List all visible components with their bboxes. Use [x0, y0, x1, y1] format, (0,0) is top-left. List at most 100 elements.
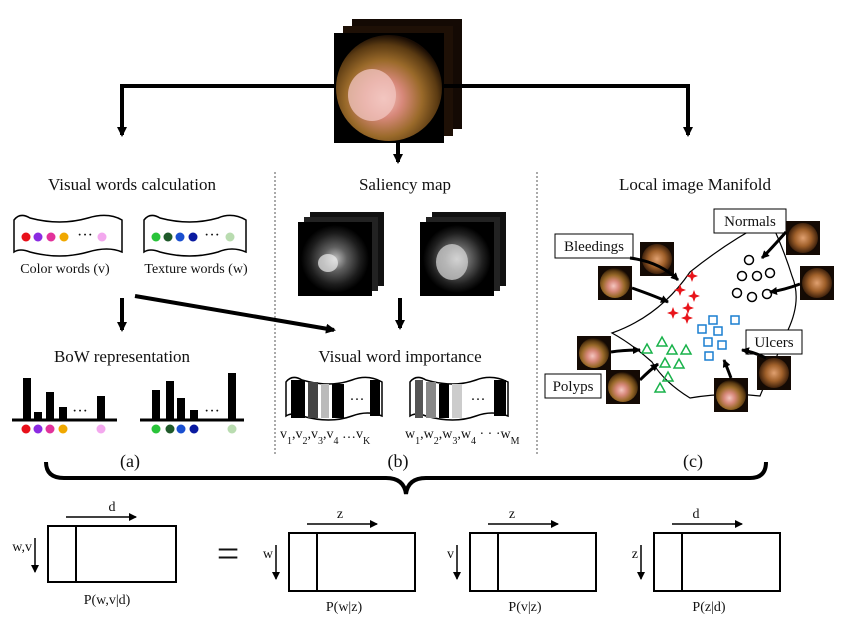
row-label: z: [632, 547, 638, 562]
matrix-box: [653, 532, 781, 592]
bow-texture-dot: [227, 424, 237, 434]
color-word-dot: [33, 232, 43, 242]
color-word-dot: [21, 232, 31, 242]
bleeding-star: [686, 270, 698, 282]
ulcers-label: Ulcers: [754, 335, 793, 351]
bleeding-cluster: [667, 270, 700, 324]
word-symbol: ,v: [292, 427, 303, 442]
manifold-title: Local image Manifold: [619, 175, 772, 194]
bow-texture-dot: [151, 424, 161, 434]
color-word-dot: [97, 232, 107, 242]
texture-word-dot: [163, 232, 173, 242]
ulcer-cluster: [697, 315, 740, 361]
bow-color-ellipsis: ···: [72, 403, 88, 420]
bleeding-star: [674, 284, 686, 296]
row-label: w: [263, 547, 274, 562]
importance-w-ellipsis: ···: [471, 392, 486, 408]
grouping-brace: [44, 461, 768, 495]
row-label: v: [447, 547, 454, 562]
panel-label-a: (a): [120, 451, 140, 472]
ulcer-square: [697, 324, 707, 334]
color-words-label: Color words (v): [20, 262, 110, 277]
panel-label-c: (c): [683, 451, 703, 472]
column-label: z: [337, 507, 343, 522]
column-label: d: [109, 500, 116, 515]
ulcer-square: [704, 351, 714, 361]
matrix-1: dw,vP(w,v|d): [12, 500, 177, 608]
bleeding-star: [682, 302, 694, 314]
texture-word-dot: [188, 232, 198, 242]
word-importance-title: Visual word importance: [318, 347, 481, 366]
word-symbol: · · ·w: [476, 427, 511, 442]
ulcer-square: [703, 337, 713, 347]
saliency-map-title: Saliency map: [359, 175, 451, 194]
importance-scroll-v: ···: [285, 376, 383, 421]
subscript: 1: [415, 436, 420, 447]
bow-color-dot: [96, 424, 106, 434]
matrix-caption: P(w|z): [326, 600, 363, 615]
source-image-stack: [334, 19, 462, 143]
polyp-triangle: [653, 381, 667, 393]
bow-texture-dot: [176, 424, 186, 434]
ulcer-square: [713, 326, 723, 336]
bow-texture-ellipsis: ···: [204, 403, 220, 420]
panel-label-b: (b): [388, 451, 409, 472]
matrix-caption: P(v|z): [508, 600, 541, 615]
bleedings-label: Bleedings: [564, 239, 624, 255]
polyp-triangle: [672, 357, 686, 369]
matrix-box: [47, 525, 177, 583]
subscript: 1: [287, 436, 292, 447]
bow-histogram-color: ···: [12, 378, 117, 434]
word-symbol: ,w: [420, 427, 435, 442]
equals-sign: =: [217, 531, 240, 576]
polyp-triangle: [679, 343, 693, 355]
subscript: 4: [334, 436, 339, 447]
bleeding-star: [681, 312, 693, 324]
polyp-triangle: [658, 356, 672, 368]
normal-cluster: [731, 254, 776, 303]
subscript: K: [363, 436, 371, 447]
saliency-image-stack-2: [420, 212, 506, 296]
ulcers-label-box: Ulcers: [745, 329, 803, 355]
matrix-2: z wP(w|z): [263, 507, 416, 615]
visual-words-title: Visual words calculation: [48, 175, 216, 194]
color-words-ellipsis: ···: [77, 227, 93, 244]
bleeding-star: [688, 290, 700, 302]
matrix-4: dzP(z|d): [632, 507, 781, 615]
word-symbol: …v: [339, 427, 364, 442]
bow-title: BoW representation: [54, 347, 191, 366]
polyps-label-box: Polyps: [544, 373, 602, 399]
column-label: d: [693, 507, 700, 522]
ulcer-square: [730, 315, 740, 325]
subscript: M: [511, 436, 520, 447]
bleedings-label-box: Bleedings: [554, 233, 634, 259]
arrow-to-importance: [134, 294, 336, 334]
texture-word-dot: [225, 232, 235, 242]
word-symbol: ,w: [457, 427, 472, 442]
word-symbol: ,v: [323, 427, 334, 442]
bow-texture-dot: [189, 424, 199, 434]
color-word-dot: [59, 232, 69, 242]
importance-v-ellipsis: ···: [350, 392, 365, 408]
manifold-thumbnails: [577, 221, 834, 412]
matrix-3: zvP(v|z): [447, 507, 597, 615]
word-symbol: w: [405, 427, 416, 442]
polyp-triangle: [665, 343, 679, 355]
row-label: w,v: [12, 540, 32, 555]
texture-words-ellipsis: ···: [204, 227, 220, 244]
polyp-triangle: [655, 335, 669, 347]
subscript: 2: [434, 436, 439, 447]
manifold-arrows: [610, 231, 801, 382]
bow-color-dot: [58, 424, 68, 434]
ulcer-square: [717, 340, 727, 350]
bleeding-star: [667, 307, 679, 319]
subscript: 4: [471, 436, 476, 447]
word-symbol: ,v: [308, 427, 319, 442]
bow-color-dot: [45, 424, 55, 434]
bow-color-dot: [33, 424, 43, 434]
polyps-label: Polyps: [553, 379, 594, 395]
bow-histogram-texture: ···: [140, 373, 244, 434]
bow-texture-dot: [165, 424, 175, 434]
texture-words-label: Texture words (w): [144, 262, 248, 277]
